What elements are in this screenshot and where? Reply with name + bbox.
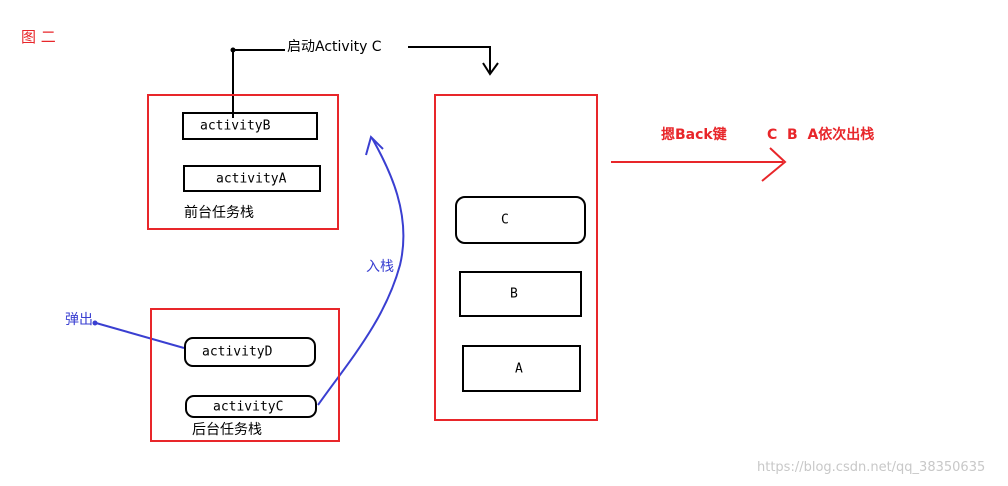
push-arrow-curve <box>317 137 405 406</box>
foreground-item-activityA: activityA <box>183 165 321 192</box>
start-activity-label: 启动Activity C <box>287 39 382 55</box>
merged-item-label: C <box>501 212 509 228</box>
pop-dot <box>92 320 98 326</box>
foreground-stack-label: 前台任务栈 <box>184 205 254 221</box>
foreground-item-label: activityB <box>200 118 271 134</box>
background-item-activityC: activityC <box>185 395 317 418</box>
back-arrowhead <box>761 147 787 182</box>
background-item-activityD: activityD <box>184 337 316 367</box>
merged-item-label: B <box>510 286 518 302</box>
background-stack-label: 后台任务栈 <box>192 422 262 438</box>
figure-title: 图 二 <box>21 28 56 46</box>
foreground-item-label: activityA <box>216 171 287 186</box>
watermark: https://blog.csdn.net/qq_38350635 <box>757 460 986 475</box>
background-item-label: activityC <box>213 399 284 414</box>
merged-item-A: A <box>462 345 581 392</box>
background-stack <box>150 308 340 442</box>
start-activity-arrowhead <box>482 62 499 76</box>
push-label: 入栈 <box>366 259 394 275</box>
background-item-label: activityD <box>202 344 273 360</box>
foreground-stack <box>147 94 339 230</box>
back-result-label: C B A依次出栈 <box>767 127 875 143</box>
foreground-item-activityB: activityB <box>182 112 318 140</box>
pop-label: 弹出 <box>65 312 93 328</box>
pop-line <box>95 322 185 349</box>
merged-item-C: C <box>455 196 586 244</box>
merged-stack <box>434 94 598 421</box>
push-arrowhead <box>365 135 384 156</box>
merged-item-B: B <box>459 271 582 317</box>
back-key-label: 摁Back键 <box>661 127 727 143</box>
merged-item-label: A <box>515 361 523 376</box>
start-activity-arrow-line <box>408 46 491 72</box>
connector-dot <box>230 47 236 53</box>
